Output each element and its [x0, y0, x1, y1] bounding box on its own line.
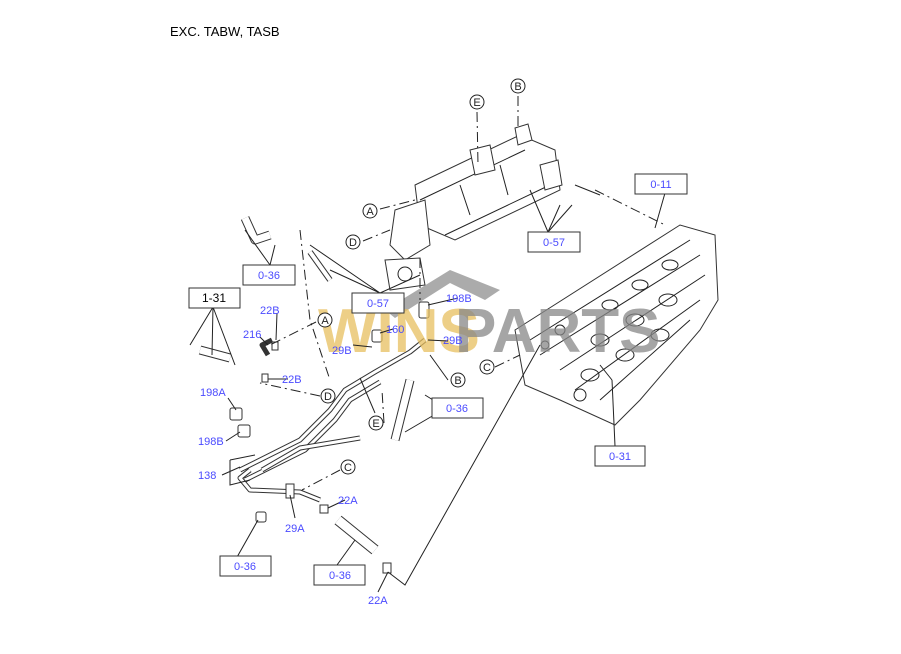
- svg-text:PARTS: PARTS: [455, 297, 661, 366]
- ref-box-0-36[interactable]: 0-36: [313, 564, 366, 586]
- svg-text:0-36: 0-36: [258, 270, 280, 282]
- ref-box-0-36[interactable]: 0-36: [431, 397, 484, 419]
- pipe-assembly-drawing: [198, 216, 430, 574]
- svg-text:1-31: 1-31: [202, 291, 226, 305]
- svg-text:D: D: [324, 391, 332, 403]
- ref-box-0-36[interactable]: 0-36: [242, 264, 296, 286]
- svg-text:E: E: [473, 97, 480, 109]
- ref-box-0-57[interactable]: 0-57: [351, 292, 405, 314]
- ref-box-0-31[interactable]: 0-31: [594, 445, 646, 467]
- ref-box-0-11[interactable]: 0-11: [634, 173, 688, 195]
- callout-d: D: [345, 234, 361, 250]
- ref-box-0-36[interactable]: 0-36: [219, 555, 272, 577]
- callout-a: A: [317, 312, 333, 328]
- svg-text:C: C: [344, 462, 352, 474]
- watermark-logo: WINS PARTS: [318, 270, 661, 366]
- part-number-22b[interactable]: 22B: [282, 374, 302, 386]
- part-number-138[interactable]: 138: [198, 470, 216, 482]
- svg-text:0-36: 0-36: [329, 570, 351, 582]
- callout-c: C: [479, 359, 495, 375]
- svg-text:0-36: 0-36: [234, 561, 256, 573]
- callout-c: C: [340, 459, 356, 475]
- part-number-198b[interactable]: 198B: [446, 293, 472, 305]
- svg-text:A: A: [366, 206, 374, 218]
- diagram-title: EXC. TABW, TASB: [170, 24, 280, 39]
- svg-text:D: D: [349, 237, 357, 249]
- part-number-22a[interactable]: 22A: [368, 595, 388, 607]
- part-number-29b[interactable]: 29B: [443, 335, 463, 347]
- callout-a: A: [362, 203, 378, 219]
- callout-e: E: [469, 94, 485, 110]
- part-number-160[interactable]: 160: [386, 324, 404, 336]
- part-number-29a[interactable]: 29A: [285, 523, 305, 535]
- part-number-29b[interactable]: 29B: [332, 345, 352, 357]
- svg-text:0-36: 0-36: [446, 403, 468, 415]
- svg-text:C: C: [483, 362, 491, 374]
- part-number-22b[interactable]: 22B: [260, 305, 280, 317]
- callout-b: B: [510, 78, 526, 94]
- part-number-216[interactable]: 216: [243, 329, 261, 341]
- ref-box-1-31[interactable]: 1-31: [188, 287, 241, 309]
- svg-text:B: B: [454, 375, 461, 387]
- svg-text:0-57: 0-57: [367, 298, 389, 310]
- cylinder-head-drawing: [514, 224, 719, 426]
- svg-text:0-11: 0-11: [650, 179, 671, 191]
- svg-text:A: A: [321, 315, 329, 327]
- part-number-22a[interactable]: 22A: [338, 495, 358, 507]
- egr-cooler-drawing: [384, 123, 601, 291]
- part-number-198a[interactable]: 198A: [200, 387, 226, 399]
- svg-text:0-31: 0-31: [609, 451, 631, 463]
- leader-lines: [189, 189, 666, 593]
- ref-box-0-57[interactable]: 0-57: [527, 231, 581, 253]
- callout-b: B: [450, 372, 466, 388]
- svg-text:E: E: [372, 418, 379, 430]
- callout-d: D: [320, 388, 336, 404]
- part-number-198b[interactable]: 198B: [198, 436, 224, 448]
- svg-text:0-57: 0-57: [543, 237, 565, 249]
- dash-lines: [259, 96, 666, 491]
- callout-e: E: [368, 415, 384, 431]
- svg-text:B: B: [514, 81, 521, 93]
